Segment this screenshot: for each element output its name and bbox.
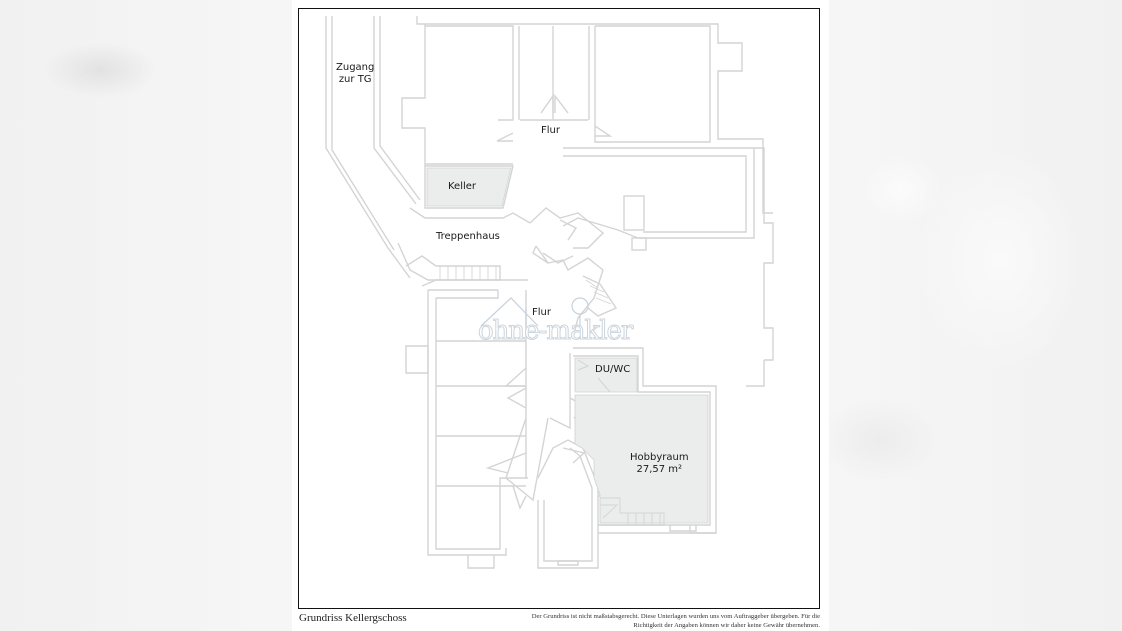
disclaimer-line1: Der Grundriss ist nicht maßstabsgerecht.… — [531, 613, 820, 620]
zugang-line1: Zugang — [336, 62, 375, 73]
hobbyraum-area: 27,57 m² — [636, 464, 683, 475]
room-label-zugang: Zugang zur TG — [336, 62, 374, 86]
room-label-flur-top: Flur — [541, 125, 560, 136]
highlighted-rooms — [426, 167, 709, 524]
room-label-du-wc: DU/WC — [595, 364, 631, 375]
room-label-flur-middle: Flur — [532, 307, 551, 318]
hobbyraum-name: Hobbyraum — [630, 452, 689, 463]
zugang-line2: zur TG — [338, 74, 372, 85]
plan-disclaimer: Der Grundriss ist nicht maßstabsgerecht.… — [470, 612, 820, 630]
floorplan-frame — [298, 8, 820, 609]
disclaimer-line2: Richtigkeit der Angaben können wir daher… — [633, 622, 820, 629]
watermark-text: ohne-makler — [477, 316, 633, 347]
plan-title: Grundriss Kellergschoss — [299, 612, 407, 624]
room-label-keller: Keller — [448, 181, 477, 192]
room-label-treppenhaus: Treppenhaus — [436, 231, 500, 242]
room-label-hobbyraum: Hobbyraum 27,57 m² — [630, 452, 689, 476]
floorplan-drawing — [325, 16, 774, 569]
watermark-logo-icon — [480, 297, 589, 327]
